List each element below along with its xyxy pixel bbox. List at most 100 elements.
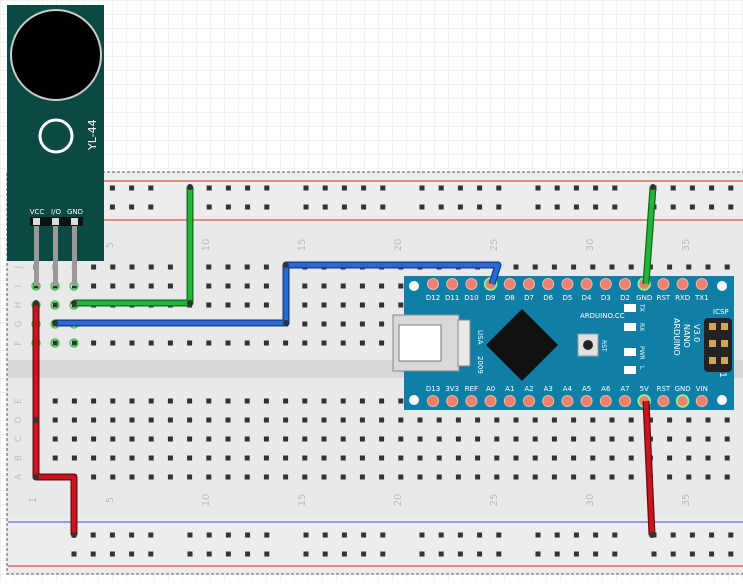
breadboard-hole — [129, 264, 135, 270]
rail-hole — [457, 204, 463, 210]
arduino-pin-label: D12 — [426, 294, 440, 302]
rail-hole — [206, 204, 212, 210]
breadboard-hole — [359, 436, 365, 442]
breadboard-hole — [263, 340, 269, 346]
breadboard-hole — [206, 264, 212, 270]
arduino-pin-label: A2 — [524, 385, 533, 393]
column-number: 25 — [489, 239, 500, 252]
breadboard-hole — [532, 417, 538, 423]
rail-hole — [245, 551, 251, 557]
breadboard-hole — [321, 417, 327, 423]
breadboard-hole — [302, 455, 308, 461]
rail-hole — [129, 204, 135, 210]
breadboard-hole — [91, 417, 97, 423]
wires — [32, 184, 657, 538]
rail-hole — [129, 551, 135, 557]
rail-hole — [264, 185, 270, 191]
rail-hole — [689, 185, 695, 191]
breadboard-hole — [513, 417, 519, 423]
icsp-pin — [721, 357, 728, 364]
breadboard-hole — [379, 340, 385, 346]
breadboard-hole — [263, 436, 269, 442]
arduino-pin-label: D13 — [426, 385, 440, 393]
breadboard-hole — [628, 436, 634, 442]
breadboard-hole — [475, 474, 481, 480]
rail-hole — [71, 551, 77, 557]
arduino-pin-pad — [580, 278, 593, 290]
board-mount-hole — [717, 395, 727, 405]
breadboard-hole — [379, 474, 385, 480]
rail-hole — [554, 532, 560, 538]
breadboard-hole — [225, 398, 231, 404]
breadboard-hole — [551, 264, 557, 270]
breadboard-hole — [340, 436, 346, 442]
breadboard-hole — [475, 436, 481, 442]
breadboard-hole — [379, 321, 385, 327]
arduino-pin-pad — [619, 395, 631, 407]
breadboard-hole — [590, 455, 596, 461]
breadboard-hole — [436, 417, 442, 423]
led-label-pwr: PWR — [638, 346, 645, 360]
breadboard-hole — [244, 455, 250, 461]
breadboard-hole — [398, 474, 404, 480]
rail-hole — [709, 185, 715, 191]
breadboard-hole — [283, 398, 289, 404]
rail-hole — [90, 532, 96, 538]
breadboard-hole — [340, 340, 346, 346]
breadboard-hole — [302, 340, 308, 346]
rail-hole — [535, 532, 541, 538]
breadboard-hole — [52, 302, 58, 308]
rail-hole — [612, 532, 618, 538]
column-number: 10 — [201, 239, 212, 252]
rail-hole — [438, 532, 444, 538]
breadboard-hole — [167, 283, 173, 289]
breadboard-hole — [129, 340, 135, 346]
arduino-pin-label: REF — [465, 385, 478, 393]
arduino-pin-pad — [599, 278, 612, 290]
breadboard-hole — [379, 398, 385, 404]
breadboard-hole — [129, 474, 135, 480]
led-label-l: L — [638, 366, 645, 370]
arduino-pin-label: A1 — [505, 385, 514, 393]
arduino-pin-pad — [427, 395, 439, 407]
breadboard-hole — [110, 398, 116, 404]
breadboard-hole — [148, 264, 154, 270]
breadboard-hole — [359, 321, 365, 327]
module-pins — [34, 226, 77, 286]
rst-label: RST — [600, 340, 607, 352]
rail-hole — [535, 204, 541, 210]
rail-hole — [496, 185, 502, 191]
breadboard-hole — [359, 283, 365, 289]
breadboard-hole — [263, 398, 269, 404]
breadboard-hole — [379, 436, 385, 442]
rail-hole — [109, 185, 115, 191]
breadboard-hole — [609, 474, 615, 480]
rail-hole — [612, 551, 618, 557]
pin-vcc — [34, 226, 39, 286]
board-mount-hole — [409, 395, 419, 405]
rail-hole — [477, 551, 483, 557]
breadboard-hole — [321, 321, 327, 327]
arduino-pin-pad — [523, 278, 535, 290]
rail-hole — [612, 185, 618, 191]
breadboard-hole — [91, 283, 97, 289]
arduino-pin-label: D11 — [445, 294, 459, 302]
arduino-pin-label: GND — [675, 385, 691, 393]
breadboard-hole — [187, 417, 193, 423]
breadboard-hole — [571, 455, 577, 461]
rail-hole — [129, 532, 135, 538]
arduino-pin-label: A3 — [544, 385, 553, 393]
arduino-pin-pad — [619, 278, 631, 290]
title-line-1: ARDUINO — [672, 318, 681, 356]
rail-hole — [709, 532, 715, 538]
breadboard-hole — [302, 474, 308, 480]
breadboard-hole — [686, 264, 692, 270]
breadboard-hole — [340, 283, 346, 289]
breadboard-hole — [321, 436, 327, 442]
wire-ends — [33, 184, 656, 538]
breadboard-hole — [225, 264, 231, 270]
breadboard-hole — [724, 264, 730, 270]
wire-bend — [187, 184, 193, 190]
breadboard-hole — [590, 436, 596, 442]
breadboard-hole — [244, 264, 250, 270]
